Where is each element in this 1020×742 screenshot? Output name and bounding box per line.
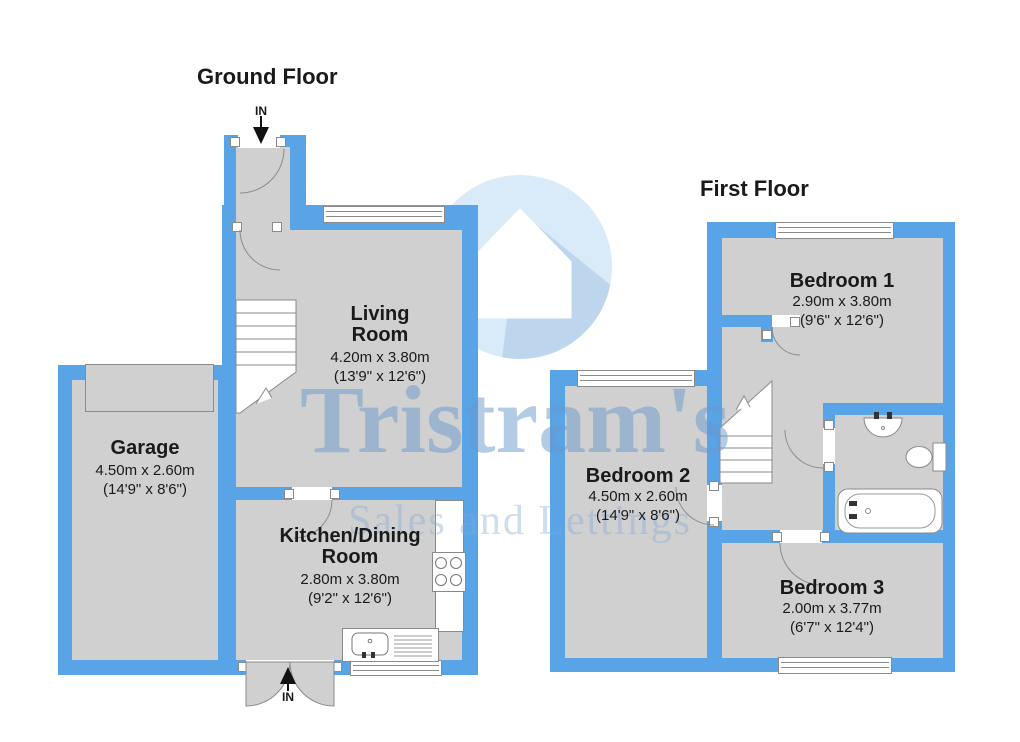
garage-floor: [72, 380, 218, 660]
front-door-opening: [238, 135, 280, 148]
bathroom-door-opening: [823, 428, 835, 464]
door-jamb: [230, 137, 240, 147]
first-floor-title: First Floor: [700, 176, 809, 201]
garage-door: [85, 364, 214, 412]
bedroom3-top-wall: [707, 530, 955, 543]
bedroom1-label: Bedroom 1 2.90m x 3.80m (9'6" x 12'6"): [789, 270, 895, 330]
living-room-window: [323, 206, 445, 223]
garage-label: Garage 4.50m x 2.60m (14'9" x 8'6"): [95, 437, 195, 499]
kitchen-door-opening: [292, 487, 332, 500]
door-jamb: [824, 462, 834, 472]
door-jamb: [820, 532, 830, 542]
bedroom3-window: [778, 657, 892, 674]
entrance-in-label-top: IN: [255, 104, 267, 118]
door-jamb: [790, 317, 800, 327]
entrance-in-label-bottom: IN: [282, 690, 294, 704]
kitchen-window: [350, 660, 442, 676]
living-room-label: Living Room 4.20m x 3.80m (13'9" x 12'6"…: [330, 303, 430, 386]
door-jamb: [332, 662, 342, 672]
door-jamb: [330, 489, 340, 499]
door-jamb: [772, 532, 782, 542]
bedroom3-door-opening: [780, 530, 822, 543]
kitchen-label: Kitchen/Dining Room 2.80m x 3.80m (9'2" …: [279, 525, 421, 608]
bedroom3-label: Bedroom 3 2.00m x 3.77m (6'7" x 12'4"): [779, 577, 885, 637]
door-jamb: [276, 137, 286, 147]
rear-door-opening: [246, 660, 334, 675]
bedroom2-window: [577, 370, 695, 387]
bedroom2-label: Bedroom 2 4.50m x 2.60m (14'9" x 8'6"): [585, 465, 691, 525]
door-jamb: [232, 222, 242, 232]
bathroom-top-wall: [823, 403, 943, 415]
kitchen-sink-unit: [342, 628, 439, 662]
door-jamb: [824, 420, 834, 430]
door-jamb: [284, 489, 294, 499]
door-jamb: [272, 222, 282, 232]
landing-north-wall: [707, 315, 773, 327]
living-kitchen-wall: [236, 487, 462, 500]
door-jamb: [762, 330, 772, 340]
ground-floor-title: Ground Floor: [197, 64, 338, 89]
door-jamb: [238, 662, 248, 672]
bedroom1-window: [775, 222, 894, 239]
